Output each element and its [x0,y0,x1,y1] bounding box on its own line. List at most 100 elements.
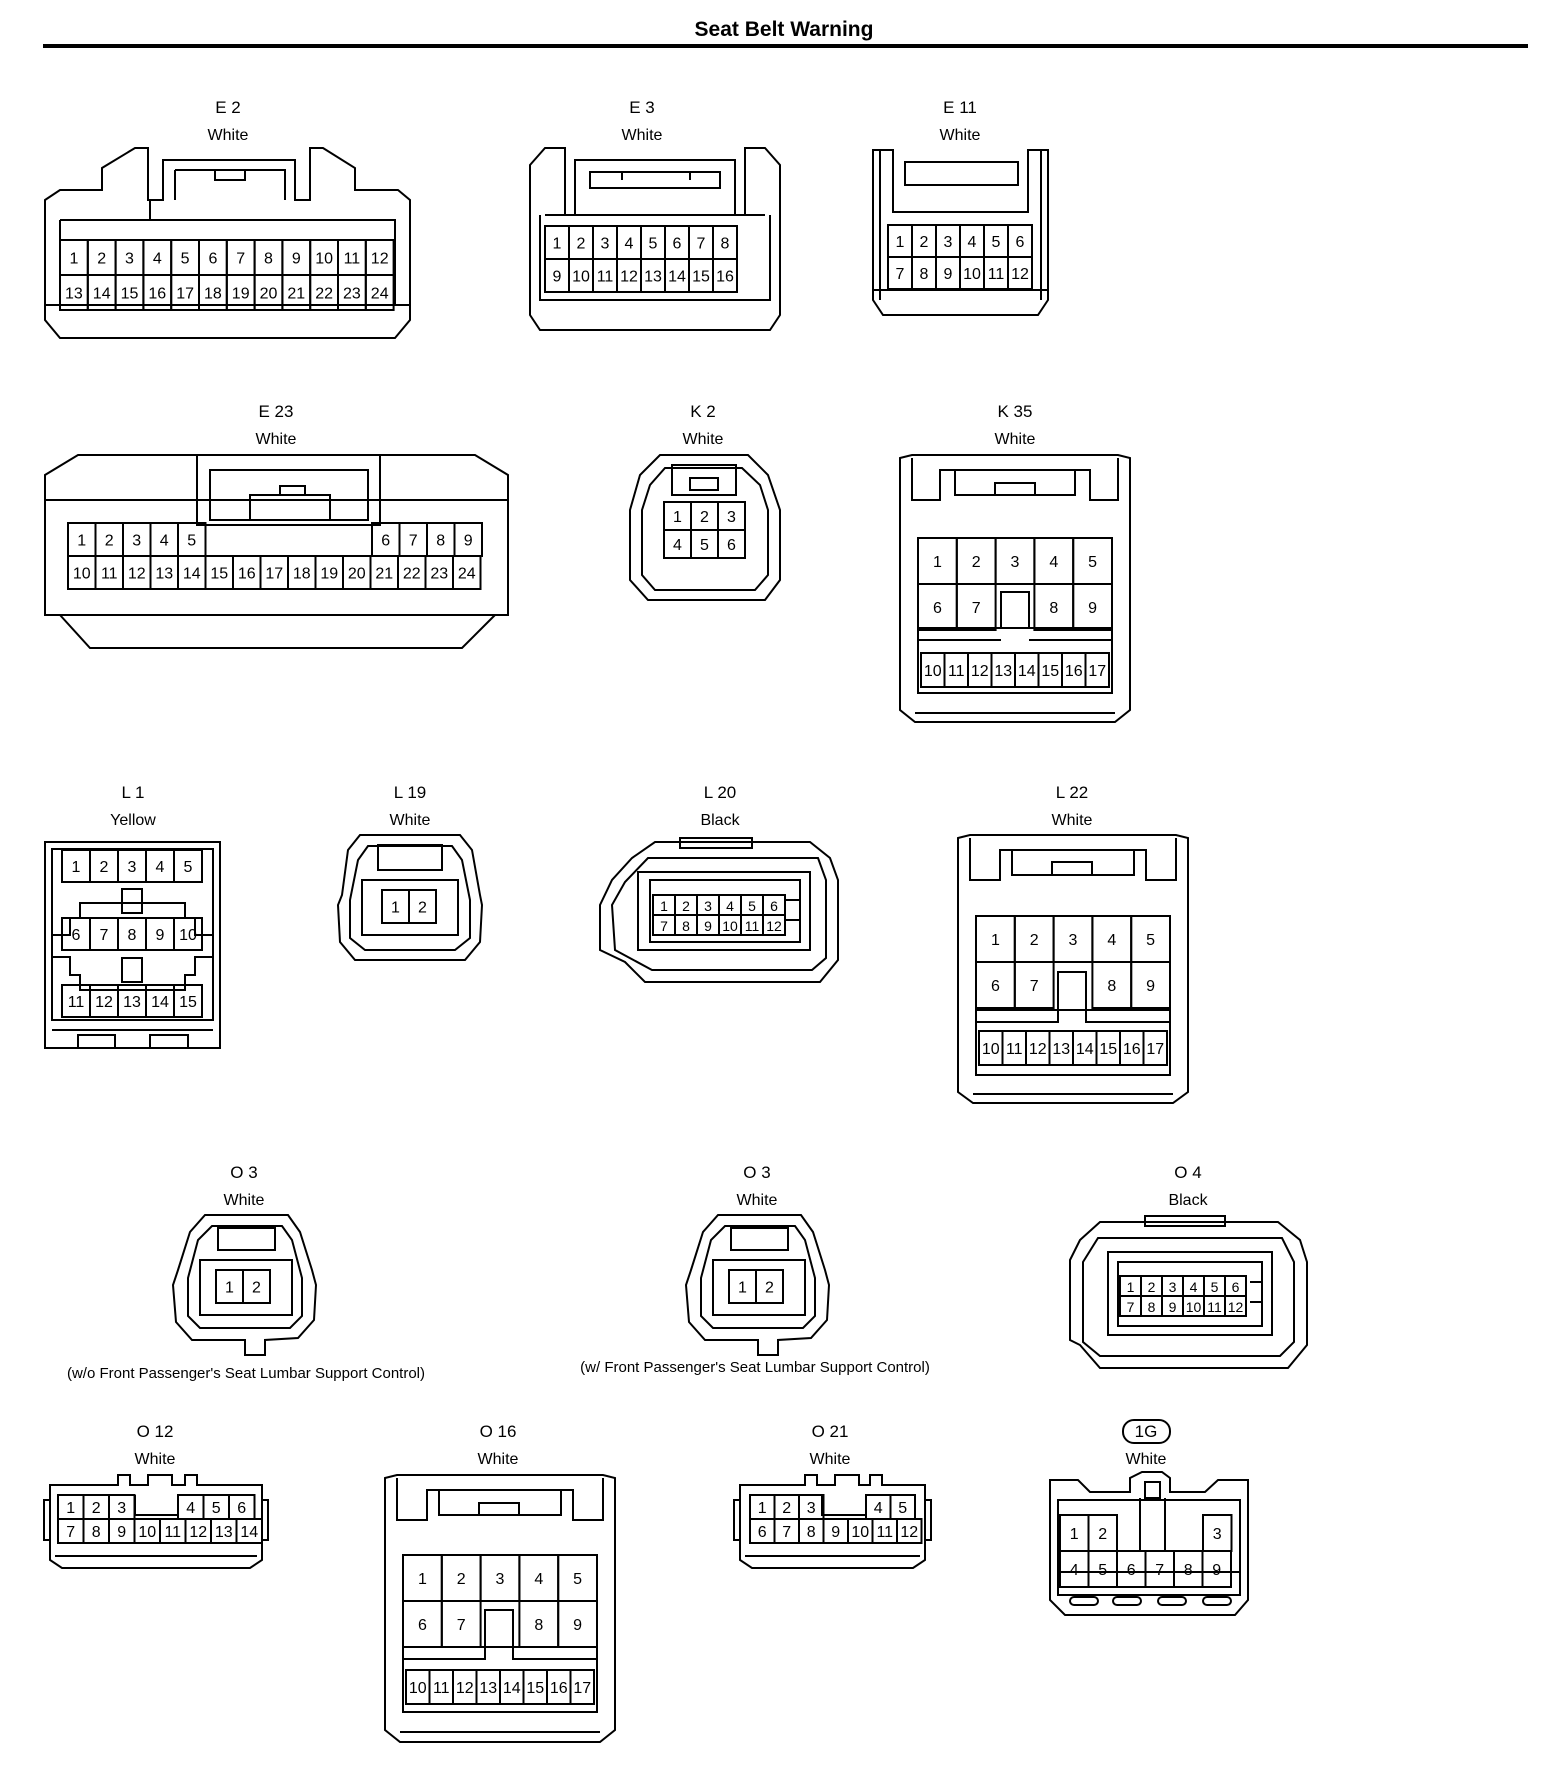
housing-outline [44,147,411,339]
pin-number: 12 [95,994,113,1011]
pin-number: 3 [132,533,141,550]
pin-number: 21 [287,286,305,303]
pin-number: 14 [240,1524,258,1541]
pin-number: 11 [948,663,965,680]
pin-number: 12 [456,1680,474,1697]
housing-detail [51,848,214,1031]
pin-number: 1 [77,533,86,550]
housing-detail [187,1225,303,1329]
pin-number: 12 [900,1524,918,1541]
pin-number: 2 [100,859,109,876]
pin-number: 3 [128,859,137,876]
pin-number: 4 [1107,932,1116,949]
pin-number: 23 [343,286,361,303]
pin-number: 10 [409,1680,427,1697]
latch-slot [1069,1596,1099,1606]
pin-number: 1 [391,900,400,917]
pin-number: 4 [156,859,165,876]
pin-cell [1142,1030,1168,1066]
pin-number: 22 [315,286,333,303]
pin-number: 4 [1049,554,1058,571]
pin-number: 6 [381,533,390,550]
pin-number: 8 [128,927,137,944]
pin-number: 15 [210,566,228,583]
pin-gap [1000,591,1030,629]
pin-number: 3 [1069,932,1078,949]
pin-number: 5 [573,1571,582,1588]
housing-outline [957,834,1189,1104]
pin-number: 1 [1127,1279,1135,1295]
page-title: Seat Belt Warning [694,18,874,41]
housing-detail [873,150,1048,300]
pin-number: 6 [72,927,81,944]
housing-detail [396,1478,604,1733]
connector-id: O 12 [137,1422,174,1441]
pin-number: 16 [238,566,256,583]
pin-number: 5 [700,537,709,554]
pin-cell [173,849,203,883]
pin-number: 13 [1052,1041,1070,1058]
pin-number: 11 [164,1524,181,1541]
pin-number: 5 [212,1500,221,1517]
pin-cell [1224,1295,1247,1317]
pin-number: 4 [968,234,977,251]
pin-cell [762,914,786,936]
pin-cell [1007,256,1033,290]
pin-number: 6 [1232,1279,1240,1295]
pin-number: 9 [1088,600,1097,617]
pin-number: 8 [920,266,929,283]
pin-number: 7 [1155,1562,1164,1579]
pin-number: 15 [179,994,197,1011]
pin-number: 4 [874,1500,883,1517]
pin-number: 3 [727,509,736,526]
pin-number: 12 [1011,266,1029,283]
pin-number: 5 [649,236,658,253]
pin-number: 16 [1065,663,1083,680]
pin-number: 4 [153,251,162,268]
housing-outline [739,1474,926,1569]
connector-color: White [810,1451,851,1468]
housing-outline [49,1474,263,1569]
pin-number: 9 [117,1524,126,1541]
pin-number: 6 [237,1500,246,1517]
pin-number: 2 [782,1500,791,1517]
pin-number: 11 [433,1680,450,1697]
pin-number: 5 [187,533,196,550]
pin-number: 5 [181,251,190,268]
pin-number: 4 [673,537,682,554]
housing-detail [196,455,381,526]
pin-number: 4 [726,898,734,914]
pin-number: 12 [1228,1299,1244,1315]
pin-number: 16 [1123,1041,1141,1058]
connector-id: O 16 [480,1422,517,1441]
pin-number: 14 [1018,663,1036,680]
connector-id: O 21 [812,1422,849,1441]
pin-number: 13 [644,269,662,286]
pin-number: 7 [782,1524,791,1541]
pin-cell [173,984,203,1018]
connector-id: 1G [1135,1422,1158,1441]
pin-number: 5 [1088,554,1097,571]
pin-number: 8 [1184,1562,1193,1579]
connector-color: Yellow [110,812,156,829]
pin-number: 2 [418,900,427,917]
pin-number: 13 [994,663,1012,680]
pin-number: 19 [320,566,338,583]
connector-id: O 3 [230,1163,257,1182]
pin-number: 17 [1088,663,1106,680]
pin-number: 7 [100,927,109,944]
pin-cell [440,1600,482,1648]
connector-id: K 2 [690,402,716,421]
housing-outline [336,834,484,961]
housing-outline [629,454,781,601]
